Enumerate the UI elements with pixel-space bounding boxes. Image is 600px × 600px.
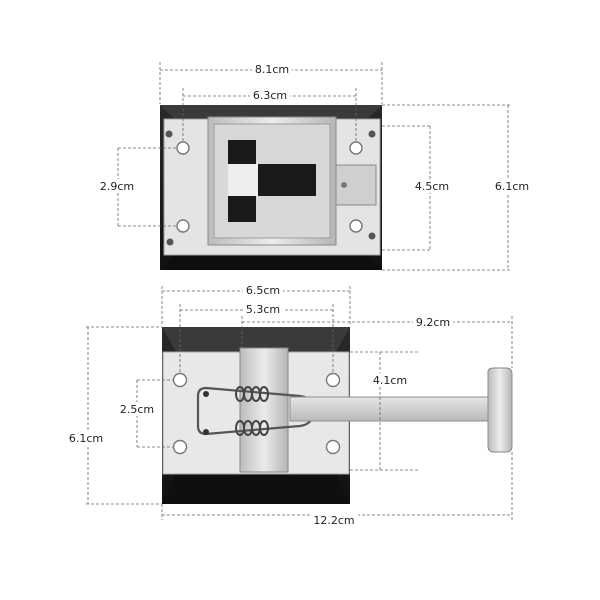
- hook-rubber-bevel-bottom: [162, 474, 350, 504]
- label-bg: [66, 431, 106, 445]
- hook-hole-icon: [172, 439, 188, 455]
- hook-barrel: [239, 347, 289, 473]
- hook-arm: [289, 396, 493, 422]
- spring-coil-icon: [235, 386, 269, 402]
- label-bg: [413, 315, 453, 329]
- label-bg: [252, 62, 292, 76]
- label-bg: [412, 179, 452, 193]
- keeper-t-slot: [228, 140, 316, 222]
- hook-height-total-label: 6.1cm: [69, 432, 103, 445]
- keeper-hole-icon: [349, 219, 363, 233]
- screw-icon: [165, 130, 173, 138]
- hook-t-head: [487, 367, 513, 453]
- label-bg: [98, 179, 138, 193]
- label-bg: [368, 373, 408, 387]
- screw-icon: [368, 232, 376, 240]
- hook-hole-spacing-h-label: 5.3cm: [246, 303, 280, 316]
- keeper-height-total-label: 6.1cm: [495, 180, 529, 193]
- hook-part: [162, 327, 513, 504]
- hook-hole-icon: [325, 439, 341, 455]
- hook-length-label: 9.2cm: [416, 316, 450, 329]
- hook-plate-height-label: 4.1cm: [373, 374, 407, 387]
- keeper-hole-icon: [349, 141, 363, 155]
- spring-coil-icon: [235, 420, 269, 436]
- keeper-rivet-icon: [341, 182, 347, 188]
- label-bg: [310, 513, 358, 527]
- keeper-hole-icon: [176, 219, 190, 233]
- spring-pivot-icon: [203, 391, 209, 397]
- keeper-hole-icon: [176, 141, 190, 155]
- hook-hole-icon: [325, 372, 341, 388]
- screw-icon: [166, 238, 174, 246]
- keeper-part: [160, 105, 382, 270]
- keeper-rubber-bevel-bottom: [160, 255, 382, 270]
- spring-pivot-icon: [203, 429, 209, 435]
- keeper-rubber-bevel-top: [160, 105, 382, 118]
- hook-hole-icon: [172, 372, 188, 388]
- hook-length-total-label: 12.2cm: [313, 514, 354, 527]
- label-bg: [243, 302, 283, 316]
- keeper-slot-tab: [228, 164, 258, 196]
- screw-icon: [368, 130, 376, 138]
- hook-hole-spacing-v-label: 2.5cm: [120, 403, 154, 416]
- keeper-hole-spacing-h-label: 6.3cm: [253, 89, 287, 102]
- keeper-plate-height-label: 4.5cm: [415, 180, 449, 193]
- hook-rubber-bevel-top: [162, 327, 350, 352]
- keeper-width-outer-label: 8.1cm: [255, 63, 289, 76]
- label-bg: [492, 179, 532, 193]
- label-bg: [250, 88, 290, 102]
- label-bg: [117, 402, 157, 416]
- keeper-hole-spacing-v-label: 2.9cm: [100, 180, 134, 193]
- label-bg: [243, 283, 283, 297]
- hook-width-outer-label: 6.5cm: [246, 284, 280, 297]
